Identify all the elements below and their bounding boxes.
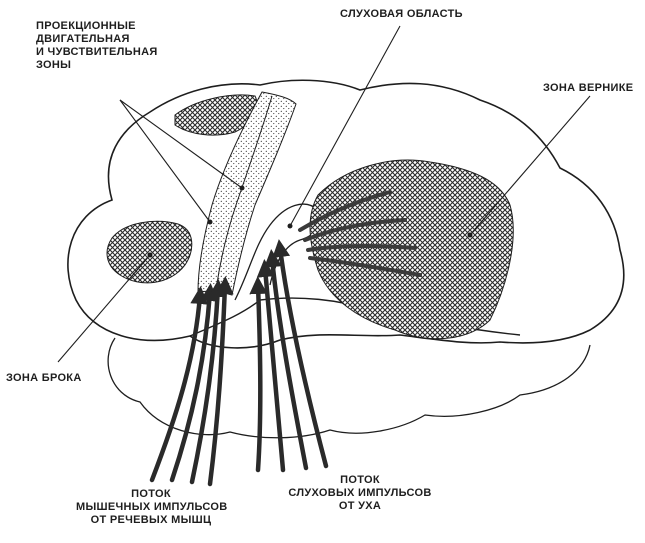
label-auditory-area: СЛУХОВАЯ ОБЛАСТЬ: [340, 8, 463, 20]
muscle-arrow: [149, 286, 209, 483]
leader-projection-1: [119, 99, 211, 223]
leader-broca: [57, 254, 151, 363]
muscle-impulse-arrows: [149, 276, 234, 487]
label-auditory-line-1: ПОТОК: [340, 474, 380, 486]
auditory-arrow: [256, 259, 286, 473]
central-sulcus: [215, 95, 273, 291]
pointer-dot: [207, 219, 213, 225]
broca-hatched-area: [106, 220, 193, 284]
label-broca-area: ЗОНА БРОКА: [6, 372, 82, 384]
auditory-arrow: [263, 249, 309, 471]
muscle-arrow: [189, 279, 227, 485]
pointer-dot: [287, 223, 293, 229]
cerebellum-outline: [107, 337, 591, 439]
pointer-dot: [467, 232, 473, 238]
label-auditory-line-3: ОТ УХА: [338, 500, 382, 512]
auditory-stroke: [306, 243, 417, 252]
label-projection-line-1: ПРОЕКЦИОННЫЕ: [36, 20, 136, 32]
auditory-arrow: [249, 276, 268, 473]
leader-wernicke: [469, 95, 591, 236]
label-muscle-line-3: ОТ РЕЧЕВЫХ МЫШЦ: [90, 514, 212, 526]
muscle-arrow: [169, 283, 219, 483]
auditory-stroke: [298, 190, 392, 232]
label-muscle-stream: ПОТОК МЫШЕЧНЫХ ИМПУЛЬСОВ ОТ РЕЧЕВЫХ МЫШЦ: [76, 488, 228, 527]
label-projection-line-4: ЗОНЫ: [36, 59, 72, 71]
label-muscle-line-2: МЫШЕЧНЫХ ИМПУЛЬСОВ: [76, 501, 228, 513]
label-auditory-stream: ПОТОК СЛУХОВЫХ ИМПУЛЬСОВ ОТ УХА: [280, 474, 440, 513]
auditory-stroke: [308, 256, 422, 277]
auditory-stroke: [303, 218, 407, 242]
pointer-dot: [239, 185, 245, 191]
projection-zone-strip: [197, 91, 297, 296]
leader-projection-2: [119, 99, 243, 189]
label-projection-line-2: ДВИГАТЕЛЬНАЯ: [36, 33, 130, 45]
auditory-arrow: [272, 239, 329, 469]
auditory-connection-strokes: [298, 190, 422, 277]
leader-lines: [57, 25, 591, 363]
label-projection-zones: ПРОЕКЦИОННЫЕ ДВИГАТЕЛЬНАЯ И ЧУВСТВИТЕЛЬН…: [36, 20, 158, 72]
label-muscle-line-1: ПОТОК: [131, 488, 171, 500]
label-auditory-line-2: СЛУХОВЫХ ИМПУЛЬСОВ: [288, 487, 432, 499]
label-projection-line-3: И ЧУВСТВИТЕЛЬНАЯ: [36, 46, 158, 58]
label-wernicke-area: ЗОНА ВЕРНИКЕ: [543, 82, 634, 94]
pointer-dot: [147, 252, 153, 258]
auditory-impulse-arrows: [249, 239, 329, 473]
muscle-arrow: [207, 276, 234, 487]
leader-auditory: [289, 25, 401, 227]
